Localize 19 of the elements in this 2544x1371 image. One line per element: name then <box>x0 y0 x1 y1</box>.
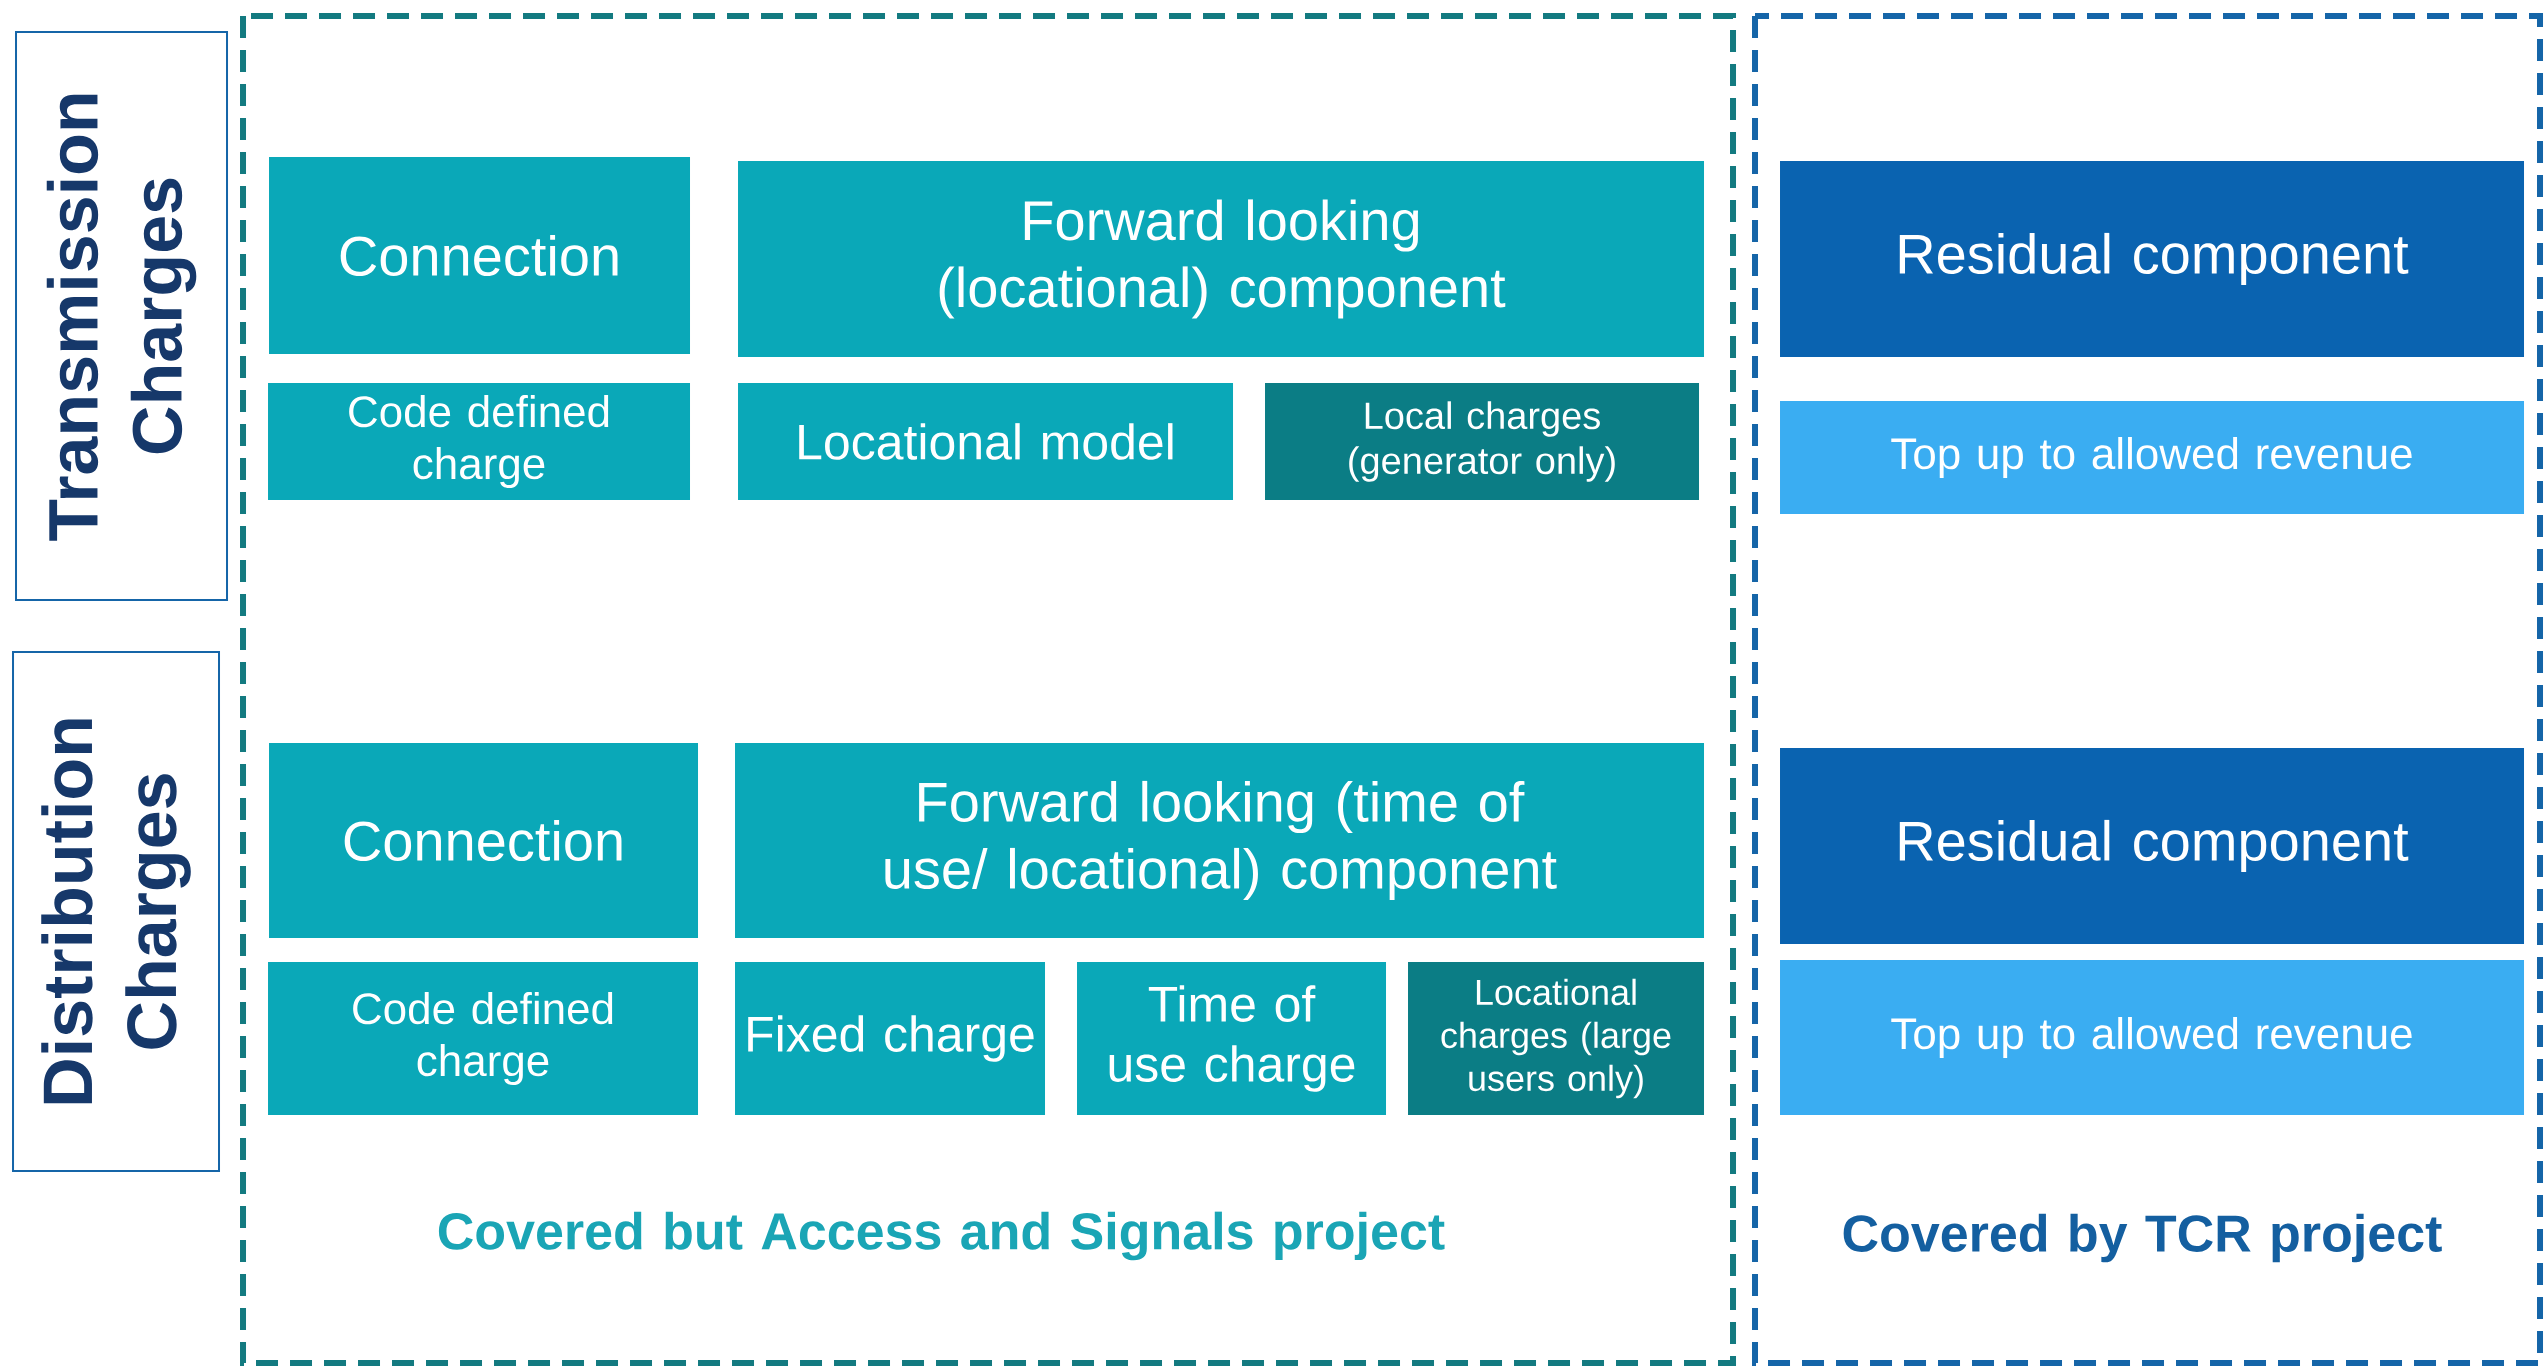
component-box: Connection <box>269 157 690 354</box>
component-box: Connection <box>269 743 698 938</box>
component-box: Locational charges (large users only) <box>1408 962 1704 1115</box>
component-box: Top up to allowed revenue <box>1780 960 2524 1115</box>
component-box: Top up to allowed revenue <box>1780 401 2524 514</box>
region-caption: Covered by TCR project <box>1843 1213 2442 1263</box>
component-box: Residual component <box>1780 748 2524 944</box>
side-label-box: Distribution Charges <box>12 651 220 1172</box>
component-box: Forward looking (time of use/ locational) component <box>735 743 1704 938</box>
component-box: Residual component <box>1780 161 2524 357</box>
component-box: Locational model <box>738 383 1233 500</box>
component-box: Forward looking (locational) component <box>738 161 1704 357</box>
component-box: Code defined charge <box>268 962 698 1115</box>
component-box: Fixed charge <box>735 962 1045 1115</box>
region-caption: Covered but Access and Signals project <box>438 1211 1445 1261</box>
component-box: Time of use charge <box>1077 962 1386 1115</box>
component-box: Local charges (generator only) <box>1265 383 1699 500</box>
component-box: Code defined charge <box>268 383 690 500</box>
side-label-box: Transmission Charges <box>15 31 228 601</box>
